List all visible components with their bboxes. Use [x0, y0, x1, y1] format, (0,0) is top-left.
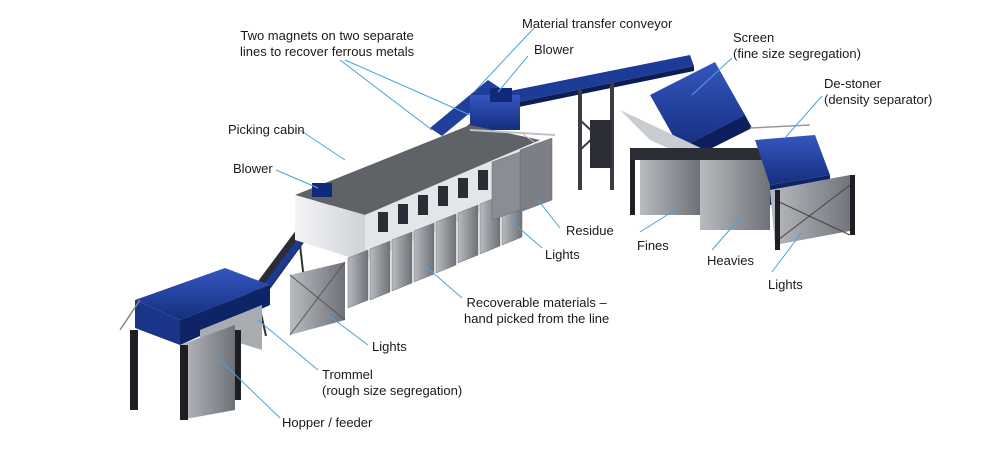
lights-right-label: Lights [768, 277, 803, 293]
screen-label-line1: Screen [733, 30, 861, 46]
recoverable-label-line2: hand picked from the line [464, 311, 609, 327]
transfer-conveyor-label: Material transfer conveyor [522, 16, 672, 32]
trommel-label: Trommel (rough size segregation) [322, 367, 462, 399]
screen-label-line2: (fine size segregation) [733, 46, 861, 62]
magnets-label-line2: lines to recover ferrous metals [240, 44, 414, 60]
recoverable-label-line1: Recoverable materials – [464, 295, 609, 311]
trommel-label-line1: Trommel [322, 367, 462, 383]
hopper-label: Hopper / feeder [282, 415, 372, 431]
fines-label: Fines [637, 238, 669, 254]
magnets-label: Two magnets on two separate lines to rec… [240, 28, 414, 60]
blower-top-label: Blower [534, 42, 574, 58]
destoner-label-line1: De-stoner [824, 76, 932, 92]
recoverable-label: Recoverable materials – hand picked from… [464, 295, 609, 327]
magnets-label-line1: Two magnets on two separate [240, 28, 414, 44]
heavies-label: Heavies [707, 253, 754, 269]
trommel-label-line2: (rough size segregation) [322, 383, 462, 399]
destoner-label: De-stoner (density separator) [824, 76, 932, 108]
picking-cabin-label: Picking cabin [228, 122, 305, 138]
blower-left-unit [312, 183, 332, 197]
destoner-label-line2: (density separator) [824, 92, 932, 108]
blower-left-label: Blower [233, 161, 273, 177]
blower-top-unit [490, 88, 512, 102]
lights-bin-trommel [290, 262, 345, 335]
lights-low-label: Lights [372, 339, 407, 355]
screen-label: Screen (fine size segregation) [733, 30, 861, 62]
hopper-feeder [120, 268, 270, 420]
lights-mid-label: Lights [545, 247, 580, 263]
residue-label: Residue [566, 223, 614, 239]
